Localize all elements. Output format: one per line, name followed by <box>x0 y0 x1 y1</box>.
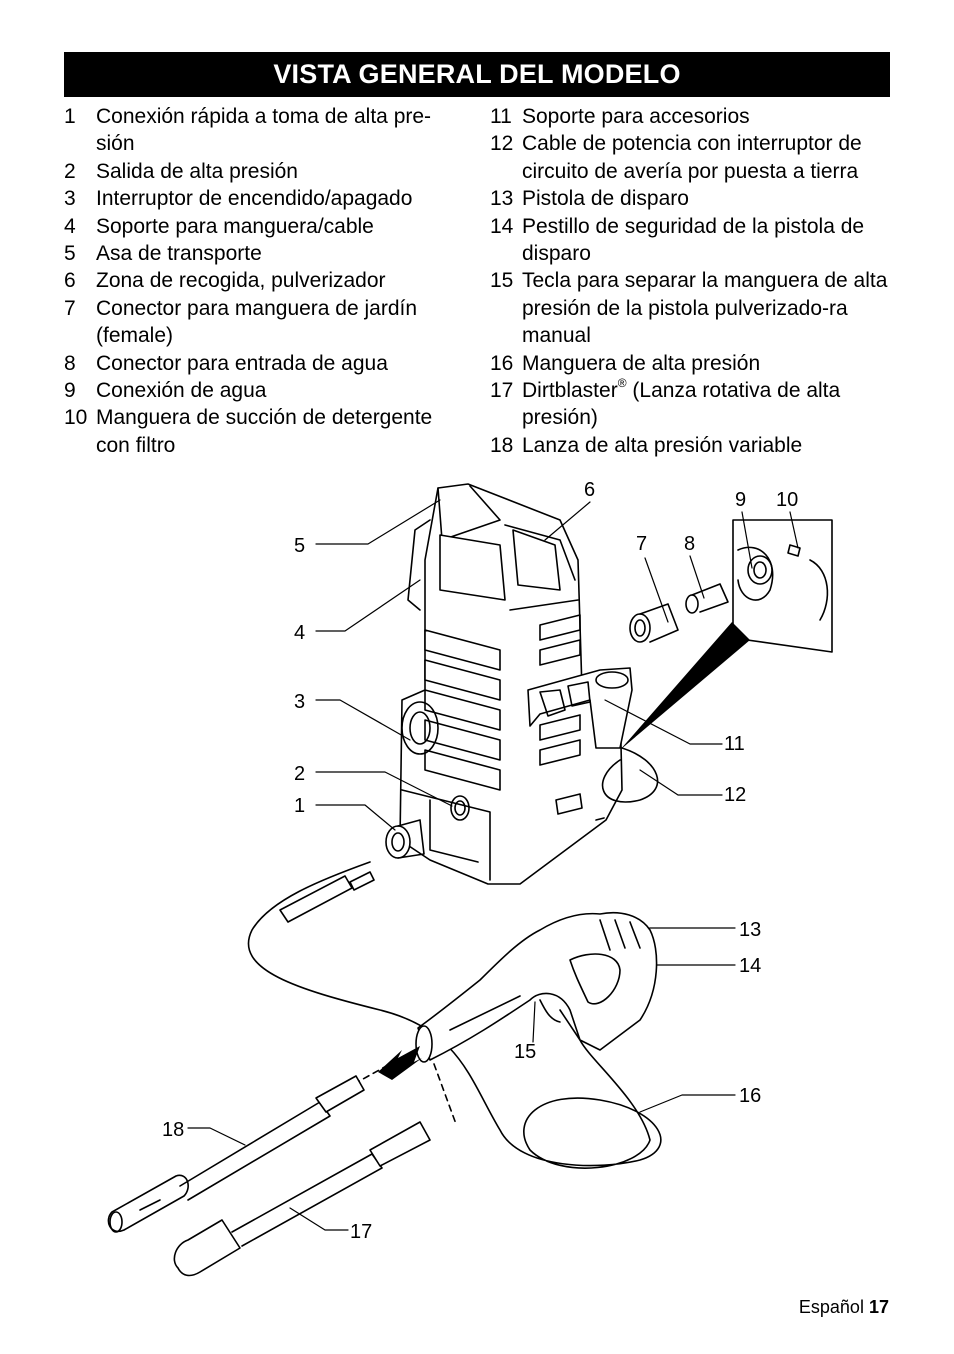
callout-4: 4 <box>294 622 305 644</box>
legend-item: 15 Tecla para separar la manguera de alta… <box>490 267 895 349</box>
legend-text: Pistola de disparo <box>522 187 689 211</box>
legend-text: Asa de transporte <box>96 242 262 266</box>
page-footer: Español 17 <box>799 1297 889 1318</box>
legend-item: 18 Lanza de alta presión variable <box>490 432 895 459</box>
legend-text: Conexión de agua <box>96 379 267 403</box>
callout-14: 14 <box>739 955 761 977</box>
section-title: VISTA GENERAL DEL MODELO <box>273 59 681 89</box>
page-number: 17 <box>868 1297 889 1317</box>
callout-1: 1 <box>294 795 305 817</box>
variable-lance-drawing <box>107 1075 365 1233</box>
callout-5: 5 <box>294 535 305 557</box>
legend-number: 10 <box>64 406 88 430</box>
legend-column-right: 11 Soporte para accesorios 12 Cable de pot… <box>490 103 895 459</box>
legend-text: Tecla para separar la manguera de alta p… <box>522 269 888 348</box>
power-cable-drawing <box>601 747 659 803</box>
legend-number: 17 <box>490 379 514 403</box>
legend-text: Cable de potencia con interruptor de cir… <box>522 132 862 183</box>
callout-11: 11 <box>724 733 745 755</box>
legend-text: Zona de recogida, pulverizador <box>96 269 386 293</box>
detail-inset-drawing <box>732 519 833 653</box>
callout-6: 6 <box>584 479 595 501</box>
legend-number: 12 <box>490 132 514 156</box>
legend-item: 11 Soporte para accesorios <box>490 103 895 130</box>
legend-number: 4 <box>64 214 76 238</box>
legend-text: Salida de alta presión <box>96 159 298 183</box>
callout-15: 15 <box>514 1041 536 1063</box>
legend-number: 1 <box>64 105 76 128</box>
legend-item: 17 Dirtblaster® (Lanza rotativa de alta p… <box>490 377 895 432</box>
callout-9: 9 <box>735 489 746 511</box>
legend-item: 6 Zona de recogida, pulverizador <box>64 267 469 294</box>
pressure-washer-diagram: 5 4 3 2 1 6 7 8 9 10 11 12 13 14 15 16 1… <box>107 479 833 1277</box>
legend-number: 5 <box>64 242 76 266</box>
legend-text: Soporte para accesorios <box>522 105 750 128</box>
footer-language: Español <box>798 1297 864 1317</box>
hose-fitting-drawing <box>279 875 353 923</box>
legend-number: 2 <box>64 159 76 183</box>
legend-item: 14 Pestillo de seguridad de la pistola de… <box>490 213 895 268</box>
insert-arrow <box>378 1046 422 1080</box>
legend-number: 11 <box>490 105 512 128</box>
legend-item: 3 Interruptor de encendido/apagado <box>64 185 469 212</box>
callout-8: 8 <box>684 533 695 555</box>
legend-item: 7 Conector para manguera de jardín (femal… <box>64 295 469 350</box>
washer-body-drawing <box>399 483 623 885</box>
legend-text: Pestillo de seguridad de la pistola de d… <box>522 214 865 266</box>
callout-lines <box>187 499 799 1231</box>
high-pressure-hose-drawing <box>247 861 662 1169</box>
callout-10: 10 <box>776 489 798 511</box>
legend-item: 1 Conexión rápida a toma de alta pre-sión <box>64 103 469 158</box>
callout-7: 7 <box>636 533 647 555</box>
trigger-gun-drawing <box>415 911 658 1063</box>
callout-16: 16 <box>739 1085 761 1107</box>
brand-description: (Lanza rotativa de alta presión) <box>522 379 841 430</box>
legend-item: 13 Pistola de disparo <box>490 185 895 212</box>
callout-17: 17 <box>350 1221 372 1243</box>
dashed-guide <box>353 1063 457 1125</box>
legend-text: Conector para entrada de agua <box>96 351 388 375</box>
legend-number: 13 <box>490 187 514 211</box>
legend-number: 14 <box>490 214 514 238</box>
legend-item: 9 Conexión de agua <box>64 377 469 404</box>
legend-text: Interruptor de encendido/apagado <box>96 187 413 211</box>
legend-text: Dirtblaster® (Lanza rotativa de alta pre… <box>522 377 895 432</box>
accessory-holder-drawing <box>527 667 633 749</box>
legend-number: 3 <box>64 187 76 211</box>
dirtblaster-lance-drawing <box>173 1121 431 1277</box>
legend-item: 8 Conector para entrada de agua <box>64 350 469 377</box>
legend-text: Lanza de alta presión variable <box>522 433 803 457</box>
legend-item: 16 Manguera de alta presión <box>490 350 895 377</box>
legend-text: Manguera de alta presión <box>522 351 761 375</box>
legend-text: Conector para manguera de jardín (female… <box>96 296 418 348</box>
garden-connector-drawing <box>629 583 729 643</box>
legend-item: 4 Soporte para manguera/cable <box>64 213 469 240</box>
legend-item: 12 Cable de potencia con interruptor de c… <box>490 130 895 185</box>
legend-item: 5 Asa de transporte <box>64 240 469 267</box>
legend-number: 18 <box>490 433 514 457</box>
callout-12: 12 <box>724 784 746 806</box>
legend-number: 15 <box>490 269 514 293</box>
legend-item: 10 Manguera de succión de detergente con … <box>64 404 469 459</box>
callout-13: 13 <box>739 919 761 941</box>
legend-number: 6 <box>64 269 76 293</box>
legend-text: Soporte para manguera/cable <box>96 214 374 238</box>
legend-number: 9 <box>64 379 76 403</box>
callout-2: 2 <box>294 763 305 785</box>
inset-pointer <box>620 622 750 750</box>
legend-column-left: 1 Conexión rápida a toma de alta pre-sión… <box>64 103 469 459</box>
quick-connect-drawing <box>385 819 425 859</box>
registered-mark: ® <box>617 376 627 391</box>
legend-text: Manguera de succión de detergente con fi… <box>96 406 433 457</box>
callout-18: 18 <box>162 1119 184 1141</box>
callout-3: 3 <box>294 691 305 713</box>
legend-number: 8 <box>64 351 76 375</box>
legend-number: 16 <box>490 351 514 375</box>
legend-text: Conexión rápida a toma de alta pre-sión <box>96 105 432 156</box>
legend-item: 2 Salida de alta presión <box>64 158 469 185</box>
section-title-bar: VISTA GENERAL DEL MODELO <box>64 52 890 97</box>
legend-number: 7 <box>64 296 76 320</box>
brand-name: Dirtblaster <box>522 379 618 403</box>
